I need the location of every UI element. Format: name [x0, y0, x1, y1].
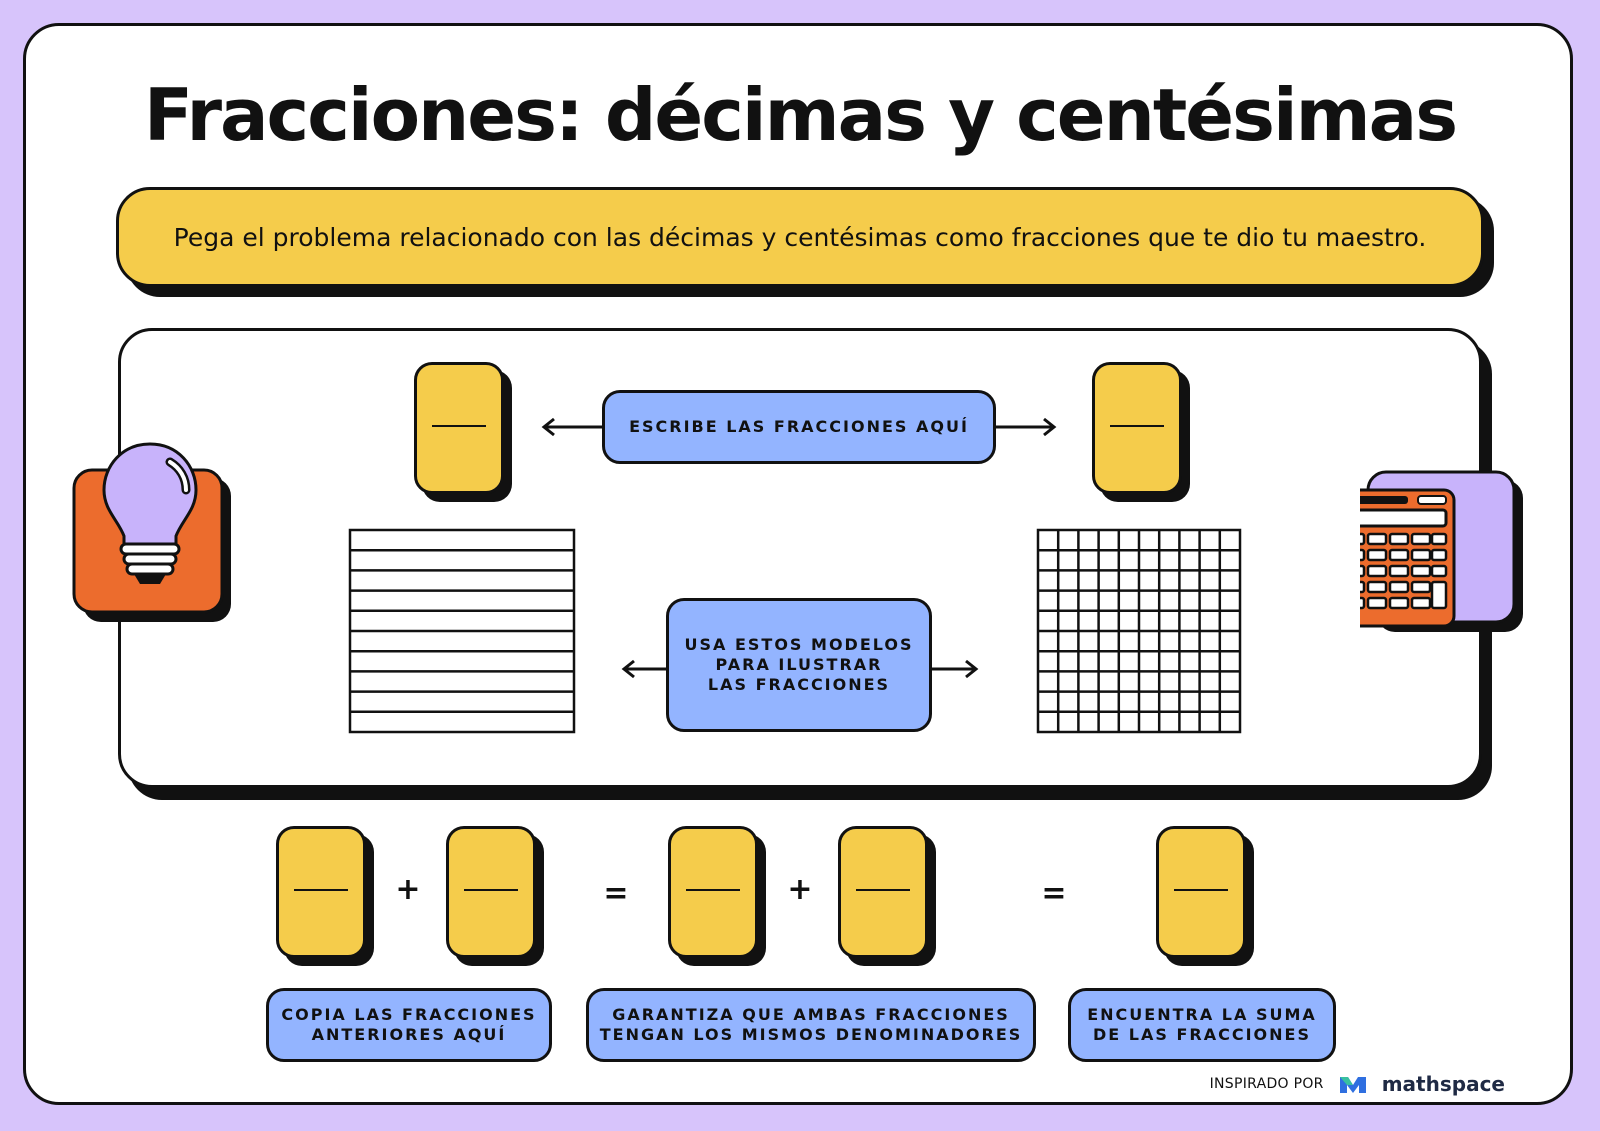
fraction-bar — [686, 889, 740, 891]
arrows-write-fractions — [541, 417, 1057, 437]
hundredths-model — [1036, 528, 1242, 734]
fraction-box-top-right[interactable] — [1092, 362, 1190, 502]
fraction-bar — [1174, 889, 1228, 891]
copy-fractions-label: COPIA LAS FRACCIONES ANTERIORES AQUÍ — [266, 988, 552, 1062]
footer-credit: INSPIRADO POR mathspace — [1210, 1072, 1505, 1096]
fraction-bar — [432, 425, 486, 427]
plus-sign: + — [787, 872, 813, 907]
fraction-box-copy-2[interactable] — [446, 826, 544, 966]
equals-sign: = — [1041, 876, 1067, 911]
page-title: Fracciones: décimas y centésimas — [143, 73, 1458, 157]
use-models-label: USA ESTOS MODELOS PARA ILUSTRAR LAS FRAC… — [666, 598, 932, 732]
instruction-banner: Pega el problema relacionado con las déc… — [116, 187, 1484, 287]
arrows-use-models — [621, 659, 979, 679]
fraction-box-equivalent-2[interactable] — [838, 826, 936, 966]
find-sum-label: ENCUENTRA LA SUMA DE LAS FRACCIONES — [1068, 988, 1336, 1062]
same-denominators-label: GARANTIZA QUE AMBAS FRACCIONES TENGAN LO… — [586, 988, 1036, 1062]
equals-sign: = — [603, 876, 629, 911]
fraction-box-equivalent-1[interactable] — [668, 826, 766, 966]
fraction-box-copy-1[interactable] — [276, 826, 374, 966]
write-fractions-label: ESCRIBE LAS FRACCIONES AQUÍ — [602, 390, 996, 464]
lightbulb-icon — [72, 442, 231, 622]
inspired-by-text: INSPIRADO POR — [1209, 1076, 1324, 1092]
calculator-icon — [1360, 470, 1523, 632]
fraction-box-sum[interactable] — [1156, 826, 1254, 966]
brand-name: mathspace — [1381, 1072, 1505, 1096]
fraction-bar — [294, 889, 348, 891]
fraction-bar — [1110, 425, 1164, 427]
fraction-bar — [856, 889, 910, 891]
fraction-box-top-left[interactable] — [414, 362, 512, 502]
mathspace-logo-icon — [1339, 1077, 1366, 1093]
plus-sign: + — [395, 872, 421, 907]
tenths-model — [348, 528, 576, 734]
fraction-bar — [464, 889, 518, 891]
